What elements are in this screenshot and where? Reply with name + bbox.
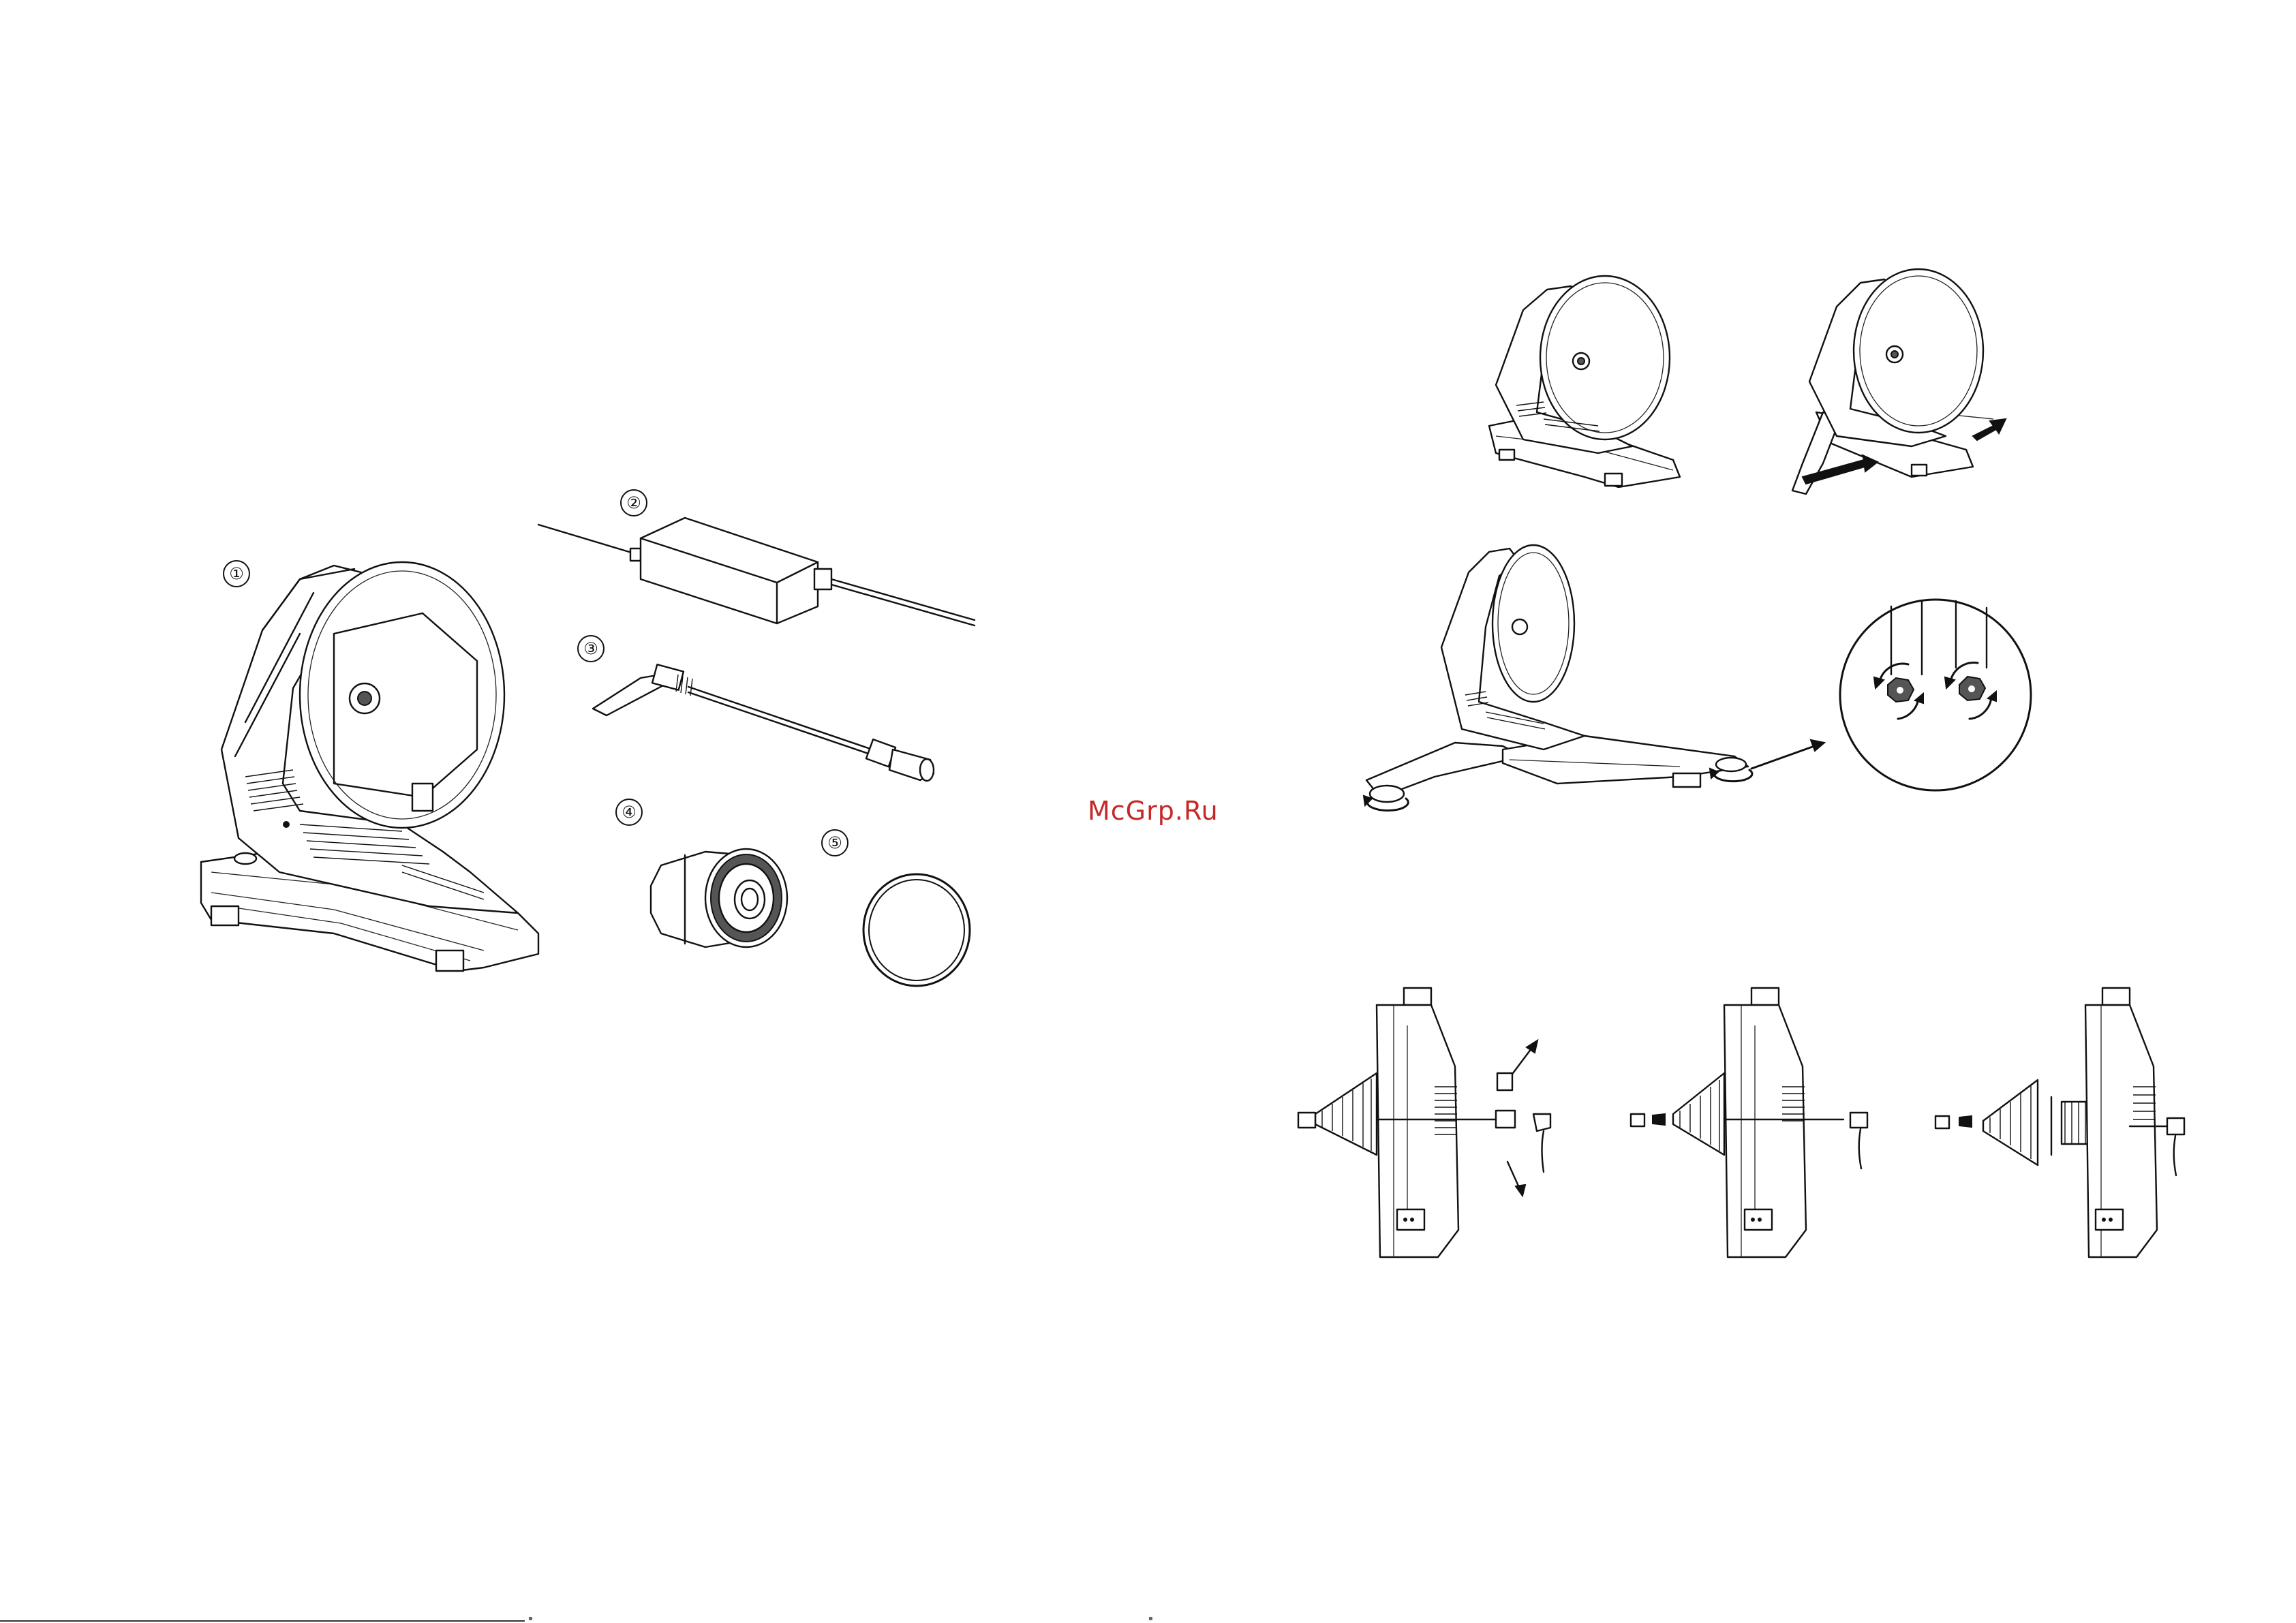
freehub-body-icon (644, 838, 808, 961)
page-left-parts-list: ① (0, 0, 1148, 1623)
quick-release-skewer-icon (586, 654, 940, 790)
spacer-ring-icon (859, 872, 975, 988)
trainer-unfolding-legs-icon (1775, 273, 2034, 497)
footer-mark: ▪ (528, 1615, 533, 1622)
install-cassette-icon (1932, 985, 2191, 1264)
callout-4: ④ (615, 799, 643, 826)
footer-rule (0, 1620, 525, 1622)
callout-5: ⑤ (821, 829, 848, 856)
power-adapter-icon (538, 511, 981, 634)
trainer-folded-icon (1482, 283, 1707, 494)
watermark-text: McGrp.Ru (1088, 796, 1219, 826)
page-right-assembly-steps: ▪ (1148, 0, 2296, 1623)
remove-axle-adapters-icon (1295, 985, 1581, 1264)
pointer-arrow-icon (1748, 736, 1830, 777)
leveling-knob-detail-icon (1833, 593, 2038, 797)
remove-cassette-icon (1625, 985, 1898, 1264)
trainer-leveling-feet-icon (1353, 545, 1762, 818)
smart-trainer-unit-icon (198, 552, 552, 995)
footer-mark-right: ▪ (1148, 1615, 1153, 1622)
